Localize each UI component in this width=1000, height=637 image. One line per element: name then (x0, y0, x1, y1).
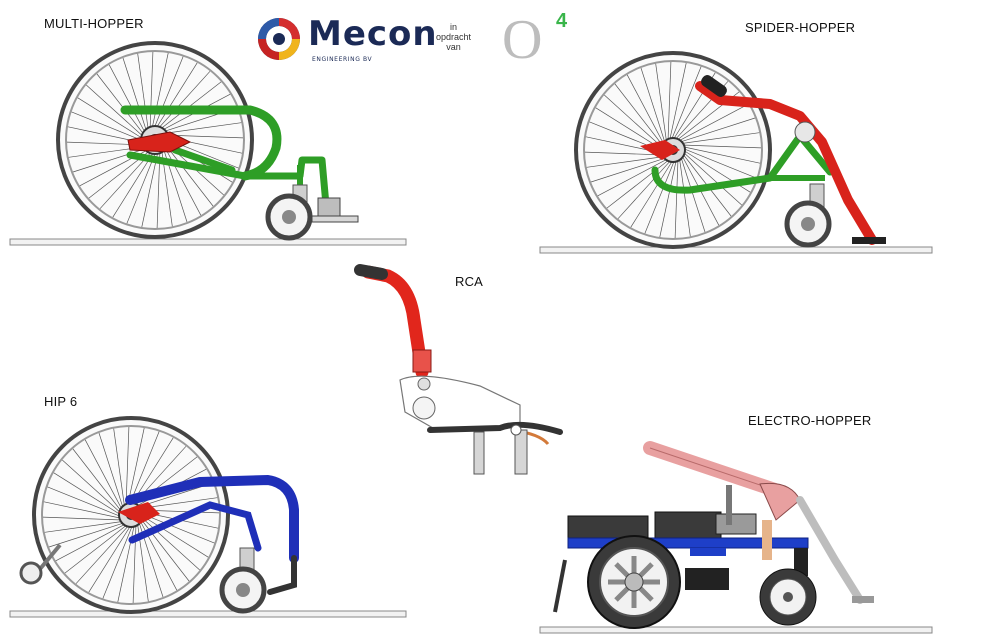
wheel-spoke (44, 521, 124, 533)
wheel-spoke (137, 53, 149, 133)
wheel-spoke (617, 159, 672, 219)
wheel-spoke (682, 151, 742, 206)
wheel-spoke (42, 516, 123, 521)
wheel-spoke (604, 94, 664, 149)
wheel-spoke (586, 156, 666, 168)
wheel-spoke (152, 56, 184, 131)
wheel-spoke (62, 459, 122, 514)
spider-hopper-drawing (539, 51, 933, 254)
wheel-spoke (584, 151, 665, 156)
wheel-spoke (84, 439, 123, 511)
commission-line: van (446, 42, 461, 52)
caster-wheel (219, 547, 267, 614)
label-electro-hopper: ELECTRO-HOPPER (748, 413, 872, 428)
client-logo: O (502, 9, 543, 71)
footrest (311, 197, 359, 223)
wheel-spoke (595, 107, 664, 151)
mecon-logo-mark (258, 18, 300, 60)
wheel-spoke (659, 159, 677, 238)
wheel-spoke (667, 61, 672, 142)
electro-hopper-drawing (539, 441, 933, 634)
anti-tip-wheel (19, 543, 62, 585)
wheel-spoke (140, 512, 215, 544)
wheel-spoke (670, 66, 702, 141)
wheel-spoke (163, 144, 202, 216)
wheel-spoke (47, 486, 122, 518)
wheel-spoke (71, 111, 146, 143)
wheel-spoke (154, 62, 198, 131)
wheel-spoke (674, 158, 679, 239)
caster-wheel (784, 183, 832, 248)
wheel-spoke (96, 73, 146, 137)
wheel-spoke (679, 157, 691, 237)
wheel-spoke (151, 52, 169, 131)
wheel-spoke (626, 74, 665, 146)
wheel-spoke (640, 67, 666, 144)
wheel-spoke (655, 63, 667, 143)
wheel-spoke (72, 448, 122, 512)
commission-line: opdracht (436, 32, 472, 42)
mecon-logo: Mecon ENGINEERING BV in opdracht van O 4 (256, 9, 586, 71)
caster-wheel (265, 184, 313, 241)
wheel-spoke (43, 501, 122, 519)
wheel-spoke (55, 523, 127, 562)
label-rca: RCA (455, 274, 484, 289)
wheel-spoke (677, 103, 749, 142)
wheel-spoke (88, 524, 132, 593)
wheel-spoke (75, 524, 130, 584)
hip6-drawing (9, 416, 407, 618)
label-multi-hopper: MULTI-HOPPER (44, 16, 144, 31)
wheel-spoke (64, 524, 128, 574)
wheel-spoke (72, 147, 149, 173)
wheel-spoke (606, 159, 670, 209)
wheel-spoke (122, 57, 148, 134)
wheel-spoke (48, 522, 125, 548)
ground-line (539, 626, 933, 634)
wheel-spoke (630, 159, 674, 228)
wheel-spoke (680, 156, 706, 233)
commission-line: in (450, 22, 458, 32)
wheel-spoke (669, 62, 687, 141)
label-hip6: HIP 6 (44, 394, 78, 409)
wheel-spoke (614, 83, 664, 147)
wheel-spoke (113, 428, 125, 508)
wheel-spoke (164, 143, 214, 207)
wheel-spoke (597, 158, 669, 197)
wheel-spoke (156, 71, 211, 131)
wheel-spoke (162, 122, 242, 134)
ground-line (9, 610, 407, 618)
ground-line (9, 238, 407, 246)
wheel-spoke (644, 159, 676, 234)
wheel-spoke (682, 146, 761, 164)
brand-subtitle: ENGINEERING BV (312, 56, 373, 63)
wheel-spoke (140, 516, 200, 571)
wheel-spoke (590, 157, 667, 183)
wheel-spoke (680, 132, 760, 144)
label-spider-hopper: SPIDER-HOPPER (745, 20, 856, 35)
wheel-spoke (53, 472, 122, 516)
wheel-spoke (98, 432, 124, 509)
wheel-spoke (86, 84, 146, 139)
wheel-spoke (125, 426, 130, 507)
multi-hopper-drawing (9, 41, 407, 246)
brand-name: Mecon (308, 14, 438, 54)
rca-drawing (354, 264, 563, 475)
wheel-spoke (108, 64, 147, 136)
wheel-spoke (140, 514, 209, 558)
wheel-spoke (77, 97, 146, 141)
wheel-spoke (102, 524, 134, 599)
wheel-spoke (149, 51, 154, 132)
caster-wheel (759, 548, 817, 626)
wheel-spoke (682, 147, 757, 179)
wheel-spoke (681, 144, 762, 149)
ground-line (539, 246, 933, 254)
commission-text: in opdracht van (436, 22, 471, 52)
wheel-spoke (127, 427, 145, 506)
client-logo-superscript: 4 (556, 10, 568, 32)
wheel-spoke (128, 431, 160, 506)
drive-wheel (587, 535, 681, 629)
wheel-spoke (679, 117, 756, 143)
